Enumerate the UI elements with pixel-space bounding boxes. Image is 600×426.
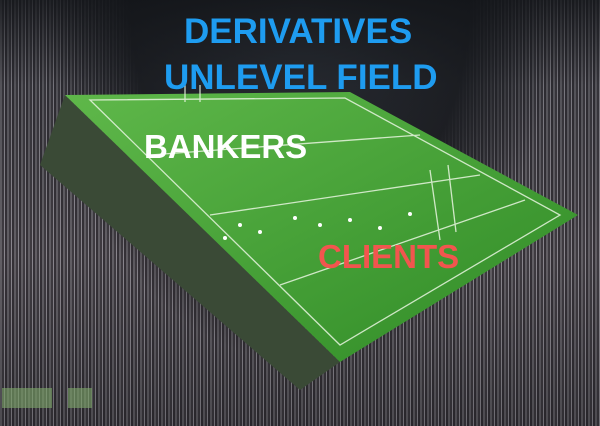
- pitch-side-wall: [40, 95, 340, 390]
- caption-title-line1: DERIVATIVES: [184, 12, 413, 51]
- players: [223, 212, 412, 240]
- sponsor-logo: [68, 388, 92, 408]
- pitch-lines: [88, 85, 562, 346]
- caption-bankers: BANKERS: [144, 128, 308, 165]
- pitch-surface: [65, 92, 578, 362]
- caption-clients: CLIENTS: [318, 238, 460, 275]
- broadcaster-logo: [2, 388, 52, 408]
- caption-title-line2: UNLEVEL FIELD: [164, 58, 438, 97]
